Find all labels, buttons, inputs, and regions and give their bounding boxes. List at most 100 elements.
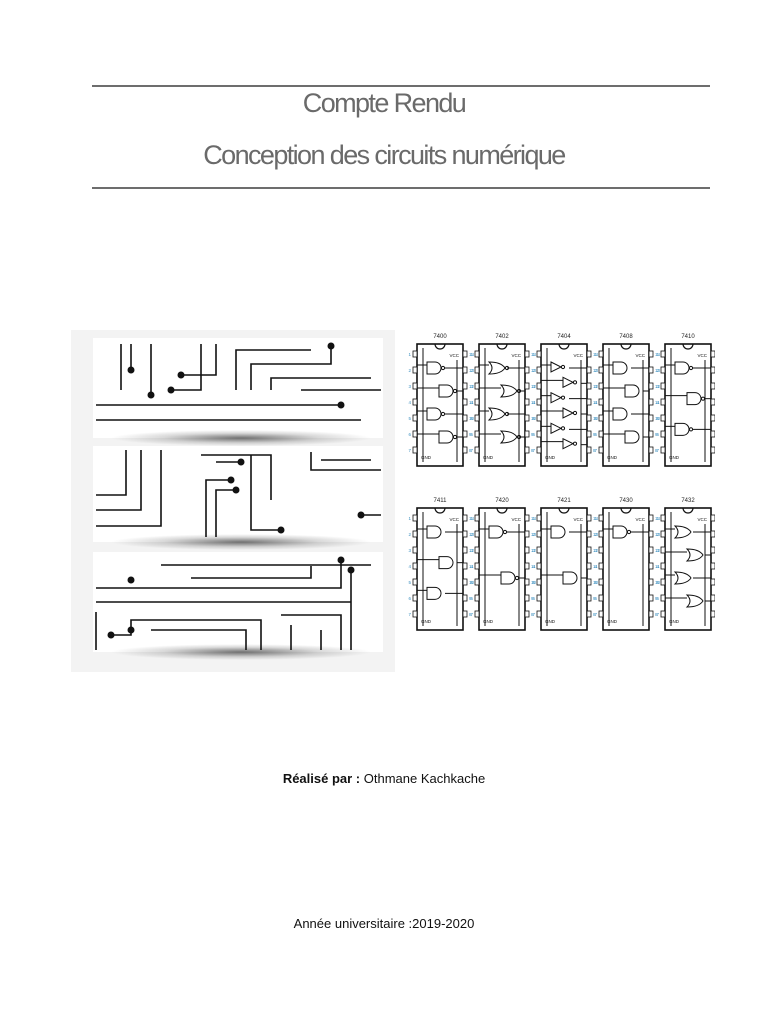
svg-text:3: 3 — [470, 384, 473, 389]
svg-text:12: 12 — [531, 548, 537, 553]
svg-text:5: 5 — [470, 416, 473, 421]
svg-text:GND: GND — [545, 619, 556, 624]
svg-text:11: 11 — [655, 564, 660, 569]
svg-text:5: 5 — [656, 416, 659, 421]
ic-chip-label: 7421 — [557, 498, 571, 504]
ic-chip-label: 7411 — [434, 498, 448, 504]
svg-text:14: 14 — [531, 352, 537, 357]
svg-text:13: 13 — [655, 368, 661, 373]
svg-text:4: 4 — [532, 400, 535, 405]
svg-text:11: 11 — [531, 564, 536, 569]
svg-text:14: 14 — [593, 516, 599, 521]
svg-text:9: 9 — [531, 432, 534, 437]
svg-text:6: 6 — [470, 596, 473, 601]
svg-text:1: 1 — [408, 352, 411, 357]
svg-text:5: 5 — [408, 580, 411, 585]
svg-text:10: 10 — [655, 416, 661, 421]
svg-text:11: 11 — [593, 400, 598, 405]
svg-text:3: 3 — [470, 548, 473, 553]
svg-text:3: 3 — [656, 384, 659, 389]
svg-text:VCC: VCC — [511, 353, 521, 358]
svg-text:GND: GND — [421, 455, 432, 460]
ic-chip: 74321142133124115106978VCCGND — [656, 498, 715, 631]
svg-text:12: 12 — [655, 384, 661, 389]
svg-text:9: 9 — [655, 596, 658, 601]
svg-text:9: 9 — [655, 432, 658, 437]
svg-text:7: 7 — [656, 612, 659, 617]
svg-text:2: 2 — [470, 532, 473, 537]
bottom-rule — [92, 187, 710, 189]
svg-text:4: 4 — [656, 564, 659, 569]
svg-text:VCC: VCC — [635, 353, 645, 358]
academic-year-line: Année universitaire :2019-2020 — [0, 916, 768, 931]
svg-text:13: 13 — [655, 532, 661, 537]
svg-text:6: 6 — [408, 432, 411, 437]
svg-text:6: 6 — [532, 596, 535, 601]
svg-text:1: 1 — [470, 516, 473, 521]
svg-text:3: 3 — [532, 548, 535, 553]
svg-text:6: 6 — [532, 432, 535, 437]
svg-text:4: 4 — [656, 400, 659, 405]
report-title: Compte Rendu — [302, 88, 467, 118]
svg-text:5: 5 — [656, 580, 659, 585]
svg-text:4: 4 — [408, 564, 411, 569]
svg-text:7: 7 — [594, 448, 597, 453]
svg-text:2: 2 — [656, 368, 659, 373]
svg-text:12: 12 — [593, 548, 599, 553]
svg-text:8: 8 — [531, 448, 534, 453]
svg-text:1: 1 — [656, 516, 659, 521]
svg-text:6: 6 — [408, 596, 411, 601]
svg-text:GND: GND — [669, 455, 680, 460]
svg-text:6: 6 — [656, 596, 659, 601]
ic-chip-label: 7430 — [619, 498, 633, 504]
svg-text:11: 11 — [469, 400, 474, 405]
svg-text:2: 2 — [594, 368, 597, 373]
svg-text:3: 3 — [594, 384, 597, 389]
ic-chip-label: 7420 — [495, 498, 509, 504]
svg-text:1: 1 — [594, 516, 597, 521]
svg-text:13: 13 — [531, 368, 537, 373]
ic-chip-label: 7432 — [681, 498, 695, 504]
svg-text:12: 12 — [655, 548, 661, 553]
svg-text:6: 6 — [594, 596, 597, 601]
svg-text:14: 14 — [531, 516, 537, 521]
svg-text:10: 10 — [469, 416, 475, 421]
svg-text:9: 9 — [469, 596, 472, 601]
svg-text:10: 10 — [655, 580, 661, 585]
svg-text:VCC: VCC — [573, 353, 583, 358]
ic-chip-label: 7408 — [619, 334, 633, 340]
svg-text:4: 4 — [470, 564, 473, 569]
svg-text:14: 14 — [469, 516, 475, 521]
svg-text:9: 9 — [593, 432, 596, 437]
svg-text:GND: GND — [483, 455, 494, 460]
svg-text:1: 1 — [594, 352, 597, 357]
svg-text:GND: GND — [669, 619, 680, 624]
svg-text:13: 13 — [593, 368, 599, 373]
author-name: Othmane Kachkache — [363, 771, 486, 786]
svg-text:8: 8 — [469, 612, 472, 617]
svg-text:10: 10 — [469, 580, 475, 585]
svg-text:5: 5 — [532, 580, 535, 585]
svg-text:6: 6 — [656, 432, 659, 437]
ic-chip-label: 7410 — [681, 334, 695, 340]
svg-text:7: 7 — [408, 448, 411, 453]
svg-text:7: 7 — [470, 448, 473, 453]
svg-text:14: 14 — [655, 352, 661, 357]
svg-text:11: 11 — [469, 564, 474, 569]
svg-text:3: 3 — [532, 384, 535, 389]
svg-text:VCC: VCC — [635, 517, 645, 522]
svg-text:6: 6 — [470, 432, 473, 437]
svg-text:13: 13 — [593, 532, 599, 537]
svg-text:8: 8 — [655, 612, 658, 617]
svg-text:13: 13 — [469, 532, 475, 537]
svg-text:4: 4 — [532, 564, 535, 569]
svg-text:5: 5 — [594, 580, 597, 585]
svg-text:6: 6 — [594, 432, 597, 437]
svg-text:4: 4 — [594, 564, 597, 569]
svg-text:11: 11 — [655, 400, 660, 405]
